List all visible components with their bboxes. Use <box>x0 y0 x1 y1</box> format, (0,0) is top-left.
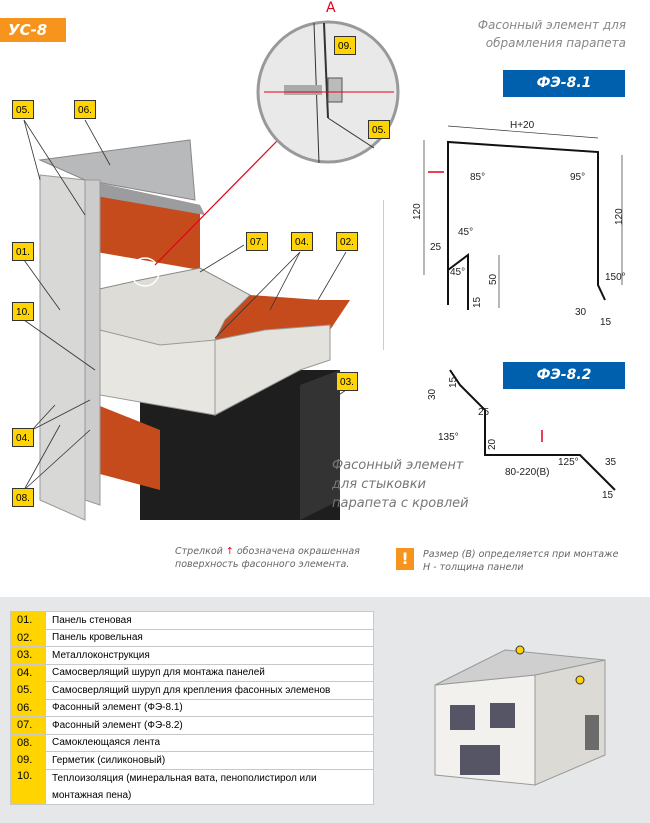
tag-03: 03. <box>336 372 358 391</box>
warning-icon: ! <box>396 548 414 570</box>
dim-20: 20 <box>487 438 498 450</box>
legend-number: 04. <box>10 663 46 682</box>
dim-50: 50 <box>488 273 499 285</box>
fe82-drawing: 30 15 25 135° 20 80-220(B) 125° 35 15 <box>427 369 617 501</box>
building-illustration <box>434 645 606 786</box>
legend-text: Металлоконструкция <box>45 646 374 665</box>
legend-text: Фасонный элемент (ФЭ-8.1) <box>45 698 374 717</box>
legend-text: Панель стеновая <box>45 611 374 630</box>
legend-row: 10.Теплоизоляция (минеральная вата, пено… <box>10 768 374 805</box>
legend-text: Герметик (силиконовый) <box>45 751 374 770</box>
legend-number: 10. <box>10 768 46 805</box>
fe81-caption-1: Фасонный элемент для <box>477 18 626 32</box>
dim-35: 35 <box>605 457 617 468</box>
dim-15: 15 <box>448 376 459 388</box>
dim-h20: H+20 <box>510 120 535 131</box>
fe82-title: ФЭ-8.2 <box>503 362 625 389</box>
dim-15: 15 <box>472 296 483 308</box>
fe82-caption-3: парапета с кровлей <box>332 496 469 511</box>
legend-number: 02. <box>10 628 46 647</box>
tag-05: 05. <box>368 120 390 139</box>
angle-150: 150° <box>605 272 626 283</box>
tag-01: 01. <box>12 242 34 261</box>
detail-a-circle <box>130 257 160 287</box>
legend-number: 07. <box>10 716 46 735</box>
legend-number: 05. <box>10 681 46 700</box>
dim-15b: 15 <box>600 317 612 328</box>
arrow-up-icon: ↑ <box>225 546 234 557</box>
tag-04: 04. <box>291 232 313 251</box>
fe81-title: ФЭ-8.1 <box>503 70 625 97</box>
tag-09: 09. <box>334 36 356 55</box>
dim-30: 30 <box>427 388 438 400</box>
legend-row: 03.Металлоконструкция <box>10 646 374 665</box>
note-warning-1: Размер (B) определяется при монтаже <box>423 549 619 560</box>
tag-07: 07. <box>246 232 268 251</box>
assembly-badge: УС-8 <box>0 18 66 42</box>
legend-row: 05.Самосверлящий шуруп для крепления фас… <box>10 681 374 700</box>
legend-number: 03. <box>10 646 46 665</box>
legend-text: Фасонный элемент (ФЭ-8.2) <box>45 716 374 735</box>
dim-120-right: 120 <box>614 208 625 225</box>
legend-text: Самосверлящий шуруп для крепления фасонн… <box>45 681 374 700</box>
legend-row: 06.Фасонный элемент (ФЭ-8.1) <box>10 698 374 717</box>
fe81-caption-2: обрамления парапета <box>485 36 626 50</box>
fe82-caption-1: Фасонный элемент <box>332 458 464 473</box>
assembly-drawing <box>23 119 350 521</box>
angle-45-a: 45° <box>458 227 473 238</box>
tag-04: 04. <box>12 428 34 447</box>
legend-number: 01. <box>10 611 46 630</box>
legend-text: Самоклеющаяся лента <box>45 733 374 752</box>
legend-row: 07.Фасонный элемент (ФЭ-8.2) <box>10 716 374 735</box>
note-arrow-2: обозначена окрашенная <box>236 546 360 557</box>
dim-25: 25 <box>430 242 442 253</box>
angle-95: 95° <box>570 172 585 183</box>
legend-text: Панель кровельная <box>45 628 374 647</box>
note-arrow-3: поверхность фасонного элемента. <box>175 559 350 570</box>
fe81-drawing: H+20 120 120 85° 95° 25 45° 45° 50 15 15… <box>412 120 626 328</box>
legend-row: 04.Самосверлящий шуруп для монтажа панел… <box>10 663 374 682</box>
legend-row: 01.Панель стеновая <box>10 611 374 630</box>
legend-number: 09. <box>10 751 46 770</box>
angle-45-b: 45° <box>450 267 465 278</box>
tag-02: 02. <box>336 232 358 251</box>
dim-15b: 15 <box>602 490 614 501</box>
angle-85: 85° <box>470 172 485 183</box>
detail-a <box>256 20 400 164</box>
dim-width: 80-220(B) <box>505 467 549 478</box>
parapet-flashing <box>38 139 196 201</box>
legend-text: Теплоизоляция (минеральная вата, пенопол… <box>45 768 374 805</box>
legend-text: Самосверлящий шуруп для монтажа панелей <box>45 663 374 682</box>
legend-number: 06. <box>10 698 46 717</box>
angle-125: 125° <box>558 457 579 468</box>
dim-120-left: 120 <box>412 203 423 220</box>
tag-06: 06. <box>74 100 96 119</box>
legend-number: 08. <box>10 733 46 752</box>
detail-label: A <box>326 0 336 16</box>
tag-08: 08. <box>12 488 34 507</box>
dim-30: 30 <box>575 307 587 318</box>
dim-25: 25 <box>478 407 490 418</box>
angle-135: 135° <box>438 432 459 443</box>
fe82-caption-2: для стыковки <box>332 477 427 492</box>
legend-row: 08.Самоклеющаяся лента <box>10 733 374 752</box>
legend-row: 09.Герметик (силиконовый) <box>10 751 374 770</box>
tag-10: 10. <box>12 302 34 321</box>
note-arrow-1: Стрелкой <box>175 546 223 557</box>
legend-row: 02.Панель кровельная <box>10 628 374 647</box>
tag-05: 05. <box>12 100 34 119</box>
note-warning-2: H - толщина панели <box>423 562 524 573</box>
